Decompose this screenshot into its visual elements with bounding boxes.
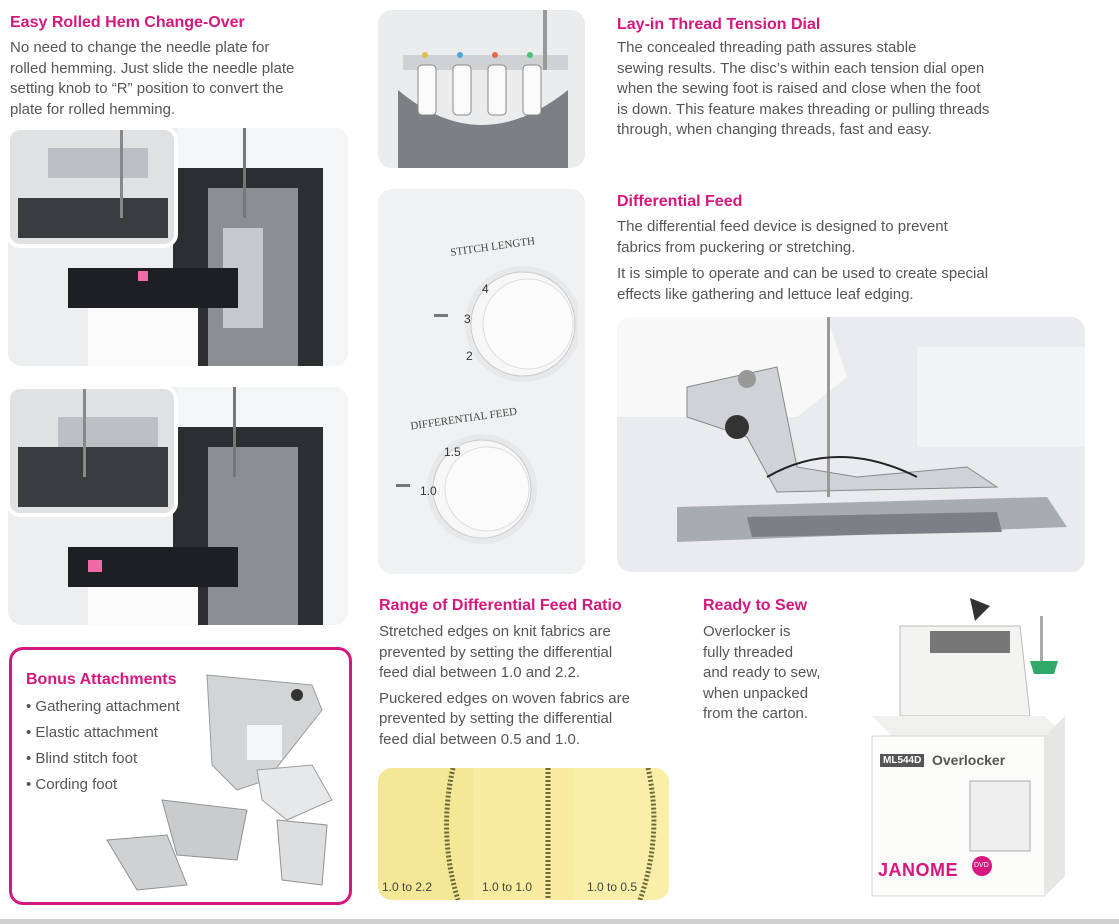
diff-tick-1-0: 1.0 xyxy=(420,484,437,498)
dials-photo: STITCH LENGTH 4 3 2 DIFFERENTIAL FEED 1.… xyxy=(378,189,585,574)
stitch-length-dial[interactable] xyxy=(418,259,578,389)
line: rolled hemming. Just slide the needle pl… xyxy=(10,59,295,77)
line: No need to change the needle plate for xyxy=(10,39,270,56)
line: is down. This feature makes threading or… xyxy=(617,100,990,118)
stitch-tick-2: 2 xyxy=(466,349,473,363)
fabric-swatches-photo: 1.0 to 2.2 1.0 to 1.0 1.0 to 0.5 xyxy=(378,768,669,900)
line: feed dial between 1.0 and 2.2. xyxy=(379,664,580,681)
list-item: Elastic attachment xyxy=(26,720,180,746)
box-model-label: ML544D xyxy=(880,754,925,767)
differential-feed-text-2: It is simple to operate and can be used … xyxy=(617,264,1097,305)
product-box-illustration: ML544D Overlocker JANOME DVD xyxy=(860,596,1080,906)
presser-foot-photo xyxy=(617,317,1085,572)
line: It is simple to operate and can be used … xyxy=(617,265,989,282)
line: through, when changing threads, fast and… xyxy=(617,121,932,138)
rolled-hem-photo-2 xyxy=(8,387,348,625)
line: The concealed threading path assures sta… xyxy=(617,39,917,56)
ratio-text-2: Puckered edges on woven fabrics are prev… xyxy=(379,689,679,751)
differential-feed-dial[interactable] xyxy=(392,429,572,549)
bonus-attachments-box: Bonus Attachments Gathering attachment E… xyxy=(9,647,352,905)
rolled-hem-title: Easy Rolled Hem Change-Over xyxy=(10,14,245,31)
line: and ready to sew, xyxy=(703,664,821,681)
box-title: Overlocker xyxy=(932,752,1006,768)
ready-to-sew-section: Ready to Sew Overlocker is fully threade… xyxy=(703,597,863,725)
line: from the carton. xyxy=(703,705,809,722)
ratio-text-1: Stretched edges on knit fabrics are prev… xyxy=(379,622,679,684)
line: prevented by setting the differential xyxy=(379,643,613,661)
line: plate for rolled hemming. xyxy=(10,100,176,118)
line: setting knob to “R” position to convert … xyxy=(10,80,284,97)
list-item: Cording foot xyxy=(26,772,180,798)
swatch-label-2: 1.0 to 1.0 xyxy=(482,880,533,894)
line: Overlocker is xyxy=(703,623,791,640)
line: effects like gathering and lettuce leaf … xyxy=(617,285,914,303)
page-bottom-rule xyxy=(0,919,1119,924)
swatch-label-3: 1.0 to 0.5 xyxy=(587,880,638,894)
list-item: Blind stitch foot xyxy=(26,746,180,772)
stitch-tick-3: 3 xyxy=(464,312,471,326)
tension-section: Lay-in Thread Tension Dial The concealed… xyxy=(617,16,1097,141)
tension-dial-photo xyxy=(378,10,585,168)
bonus-list: Gathering attachment Elastic attachment … xyxy=(26,694,180,798)
bonus-title: Bonus Attachments xyxy=(26,671,177,688)
line: Puckered edges on woven fabrics are xyxy=(379,689,630,707)
line: fabrics from puckering or stretching. xyxy=(617,238,856,256)
line: when the sewing foot is raised and close… xyxy=(617,80,981,97)
differential-feed-section: Differential Feed The differential feed … xyxy=(617,193,1097,305)
differential-feed-title: Differential Feed xyxy=(617,193,743,210)
line: sewing results. The disc’s within each t… xyxy=(617,59,985,77)
rolled-hem-photo-1 xyxy=(8,128,348,366)
stitch-tick-4: 4 xyxy=(482,282,489,296)
swatch-label-1: 1.0 to 2.2 xyxy=(382,880,433,894)
line: prevented by setting the differential xyxy=(379,710,613,727)
attachments-illustration xyxy=(106,674,333,891)
line: The differential feed device is designed… xyxy=(617,218,948,235)
ready-to-sew-text: Overlocker is fully threaded and ready t… xyxy=(703,622,863,725)
tension-text: The concealed threading path assures sta… xyxy=(617,38,1097,141)
list-item: Gathering attachment xyxy=(26,694,179,720)
box-brand-logo: JANOME xyxy=(878,860,959,880)
line: Stretched edges on knit fabrics are xyxy=(379,623,611,640)
rolled-hem-section: Easy Rolled Hem Change-Over No need to c… xyxy=(10,14,355,120)
box-dvd-badge: DVD xyxy=(974,862,989,869)
line: feed dial between 0.5 and 1.0. xyxy=(379,730,580,748)
tension-title: Lay-in Thread Tension Dial xyxy=(617,16,821,33)
ratio-title: Range of Differential Feed Ratio xyxy=(379,597,622,614)
ready-to-sew-title: Ready to Sew xyxy=(703,597,808,614)
line: fully threaded xyxy=(703,643,794,661)
rolled-hem-text: No need to change the needle plate for r… xyxy=(10,38,355,120)
stitch-length-label: STITCH LENGTH xyxy=(449,235,536,259)
diff-tick-1-5: 1.5 xyxy=(444,445,461,459)
differential-feed-text-1: The differential feed device is designed… xyxy=(617,217,1097,258)
ratio-section: Range of Differential Feed Ratio Stretch… xyxy=(379,597,679,750)
line: when unpacked xyxy=(703,684,809,702)
